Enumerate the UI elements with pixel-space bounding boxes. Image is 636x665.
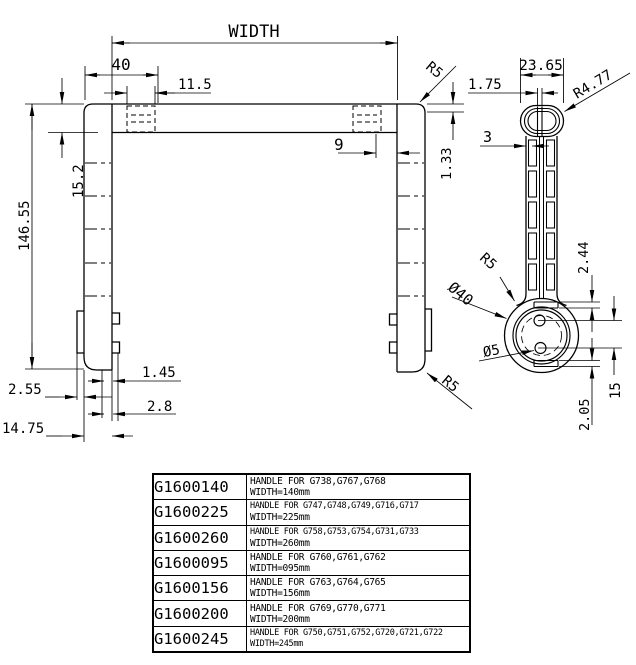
front-view: WIDTH 40 11.5 15.2 146.55 9 1.33 R5 R5 1… bbox=[2, 22, 473, 442]
description-cell: HANDLE FOR G760,G761,G762 WIDTH=095mm bbox=[246, 549, 471, 577]
description-cell: HANDLE FOR G750,G751,G752,G720,G721,G722… bbox=[246, 625, 471, 653]
dim-width-label: WIDTH bbox=[228, 22, 279, 42]
dim-14-75-label: 14.75 bbox=[2, 421, 44, 437]
dim-1-75-label: 1.75 bbox=[468, 77, 502, 93]
description-line2: WIDTH=140mm bbox=[250, 487, 310, 499]
dim-1-33-label: 1.33 bbox=[439, 147, 455, 180]
description-cell: HANDLE FOR G747,G748,G749,G716,G717 WIDT… bbox=[246, 499, 471, 526]
side-view: 23.65 1.75 R4.77 3 2.44 R5 Ø40 Ø5 15 2.0… bbox=[444, 58, 631, 431]
dim-r4-77-label: R4.77 bbox=[571, 67, 615, 102]
shaft-rib-cells bbox=[527, 139, 556, 291]
dim-2-55-label: 2.55 bbox=[8, 382, 42, 398]
table-row: G1600245 HANDLE FOR G750,G751,G752,G720,… bbox=[152, 625, 471, 653]
dim-r5-top-label: R5 bbox=[422, 59, 445, 82]
description-line1: HANDLE FOR G747,G748,G749,G716,G717 bbox=[250, 501, 419, 512]
part-number-cell: G1600200 bbox=[152, 600, 247, 627]
description-line1: HANDLE FOR G750,G751,G752,G720,G721,G722 bbox=[250, 627, 443, 638]
table-row: G1600140 HANDLE FOR G738,G767,G768 WIDTH… bbox=[152, 473, 471, 501]
description-line2: WIDTH=225mm bbox=[250, 512, 310, 524]
part-number-cell: G1600225 bbox=[152, 499, 247, 526]
part-number-cell: G1600260 bbox=[152, 524, 247, 551]
dim-r5-bottom-label: R5 bbox=[438, 373, 461, 396]
boss-notches bbox=[533, 301, 559, 368]
description-cell: HANDLE FOR G738,G767,G768 WIDTH=140mm bbox=[246, 473, 471, 501]
dim-2-05-label: 2.05 bbox=[577, 398, 593, 431]
description-line2: WIDTH=200mm bbox=[250, 613, 310, 625]
table-row: G1600095 HANDLE FOR G760,G761,G762 WIDTH… bbox=[152, 549, 471, 577]
dim-15-label: 15 bbox=[608, 382, 624, 399]
dim-23-65-label: 23.65 bbox=[519, 58, 563, 74]
description-line1: HANDLE FOR G763,G764,G765 bbox=[250, 577, 386, 589]
description-line2: WIDTH=156mm bbox=[250, 588, 310, 600]
description-line1: HANDLE FOR G738,G767,G768 bbox=[250, 476, 386, 488]
dim-1-45-label: 1.45 bbox=[142, 365, 176, 381]
dim-dia5-label: Ø5 bbox=[482, 342, 502, 361]
table-row: G1600156 HANDLE FOR G763,G764,G765 WIDTH… bbox=[152, 575, 471, 602]
description-line2: WIDTH=095mm bbox=[250, 563, 310, 575]
front-view-dimensions bbox=[25, 36, 473, 442]
table-row: G1600260 HANDLE FOR G758,G753,G754,G731,… bbox=[152, 524, 471, 551]
handle-outline bbox=[76, 103, 433, 373]
dim-2-8-label: 2.8 bbox=[147, 399, 172, 415]
dim-r5-side-label: R5 bbox=[476, 250, 499, 273]
dim-3-label: 3 bbox=[483, 128, 492, 146]
description-line1: HANDLE FOR G769,G770,G771 bbox=[250, 602, 386, 614]
description-cell: HANDLE FOR G763,G764,G765 WIDTH=156mm bbox=[246, 575, 471, 602]
description-line1: HANDLE FOR G758,G753,G754,G731,G733 bbox=[250, 526, 419, 537]
parts-table: G1600140 HANDLE FOR G738,G767,G768 WIDTH… bbox=[152, 473, 471, 654]
side-view-dimensions bbox=[451, 58, 631, 425]
description-line1: HANDLE FOR G760,G761,G762 bbox=[250, 552, 386, 564]
part-number-cell: G1600140 bbox=[152, 473, 247, 501]
description-cell: HANDLE FOR G758,G753,G754,G731,G733 WIDT… bbox=[246, 524, 471, 551]
part-number-cell: G1600156 bbox=[152, 575, 247, 602]
dim-40-label: 40 bbox=[111, 55, 130, 74]
description-line2: WIDTH=245mm bbox=[250, 638, 303, 649]
dim-15-2-label: 15.2 bbox=[71, 164, 87, 198]
dim-11-5-label: 11.5 bbox=[178, 77, 212, 93]
table-row: G1600200 HANDLE FOR G769,G770,G771 WIDTH… bbox=[152, 600, 471, 627]
part-number-cell: G1600245 bbox=[152, 625, 247, 653]
dim-146-55-label: 146.55 bbox=[17, 200, 33, 251]
hidden-rib-lines bbox=[85, 162, 424, 297]
dim-2-44-label: 2.44 bbox=[576, 241, 592, 274]
table-row: G1600225 HANDLE FOR G747,G748,G749,G716,… bbox=[152, 499, 471, 526]
dim-9-label: 9 bbox=[334, 135, 344, 154]
hidden-circle bbox=[521, 315, 562, 356]
side-profile-outline bbox=[503, 104, 580, 374]
hidden-clip-details bbox=[126, 105, 382, 133]
description-cell: HANDLE FOR G769,G770,G771 WIDTH=200mm bbox=[246, 600, 471, 627]
description-line2: WIDTH=260mm bbox=[250, 537, 310, 549]
part-number-cell: G1600095 bbox=[152, 549, 247, 577]
